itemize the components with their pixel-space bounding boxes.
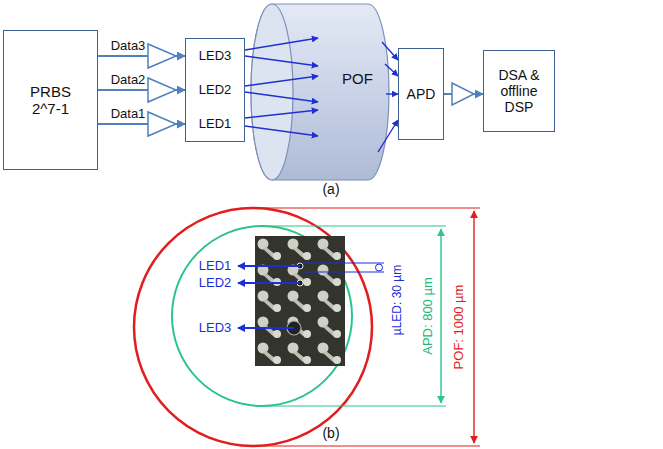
signal-connector (386, 93, 398, 94)
box-label: LED2 (199, 83, 232, 98)
signal-name: Data1 (111, 107, 146, 121)
generator-box: PRBS 2^7-1 (3, 30, 98, 170)
dimension-mark (376, 264, 383, 271)
dimension-arrow (473, 211, 474, 443)
dimension-label: POF: 1000 µm (452, 285, 466, 370)
box-label: APD (407, 86, 436, 102)
led-label: LED3 (199, 321, 232, 335)
led-label: LED2 (199, 276, 232, 290)
amplifier-symbol (148, 112, 176, 136)
analyzer-box: DSA & offline DSP (483, 50, 555, 132)
signal-connector (245, 92, 318, 102)
apd-circle (172, 226, 352, 406)
signal-connector (245, 110, 318, 118)
leader-arrow (238, 327, 294, 329)
detector-box: APD (398, 48, 444, 140)
box-label: POF (342, 70, 373, 87)
leader-arrow (238, 265, 300, 267)
dimension-line (302, 272, 384, 273)
box-label: DSA & offline DSP (490, 67, 548, 115)
signal-name: Data2 (111, 73, 146, 87)
signal-connector (245, 126, 318, 136)
dimension-line (262, 405, 446, 406)
signal-connector (385, 64, 398, 76)
fiber-cylinder: POF (250, 2, 390, 182)
dimension-line (302, 263, 384, 264)
led-label: LED1 (199, 259, 232, 273)
amplifier-symbol (148, 78, 176, 102)
fiber-cylinder-shape (250, 2, 390, 182)
signal-connector (245, 76, 318, 86)
microscope-photo (255, 236, 345, 366)
signal-name: Data3 (111, 39, 146, 53)
figure-part-label: (b) (322, 426, 339, 441)
signal-connector (378, 120, 398, 152)
dimension-line (262, 225, 446, 226)
leader-arrow (238, 282, 300, 284)
amplifier-symbol (148, 44, 176, 68)
signal-connector (382, 42, 398, 60)
dimension-label: µLED: 30 µm (391, 265, 404, 336)
dimension-arrow (440, 229, 441, 403)
pof-circle (134, 208, 372, 446)
figure-part-label: (a) (322, 182, 339, 197)
dimension-label: APD: 800 µm (421, 277, 435, 355)
box-label: LED3 (199, 49, 232, 64)
dimension-line (253, 445, 480, 446)
dimension-line (253, 207, 480, 208)
box-label: LED1 (199, 117, 232, 132)
led-array-box: LED3LED2LED1 (185, 38, 245, 142)
signal-connector (245, 56, 318, 66)
amplifier-symbol (452, 83, 474, 105)
signal-connector (245, 38, 318, 50)
box-label: PRBS 2^7-1 (21, 83, 81, 118)
